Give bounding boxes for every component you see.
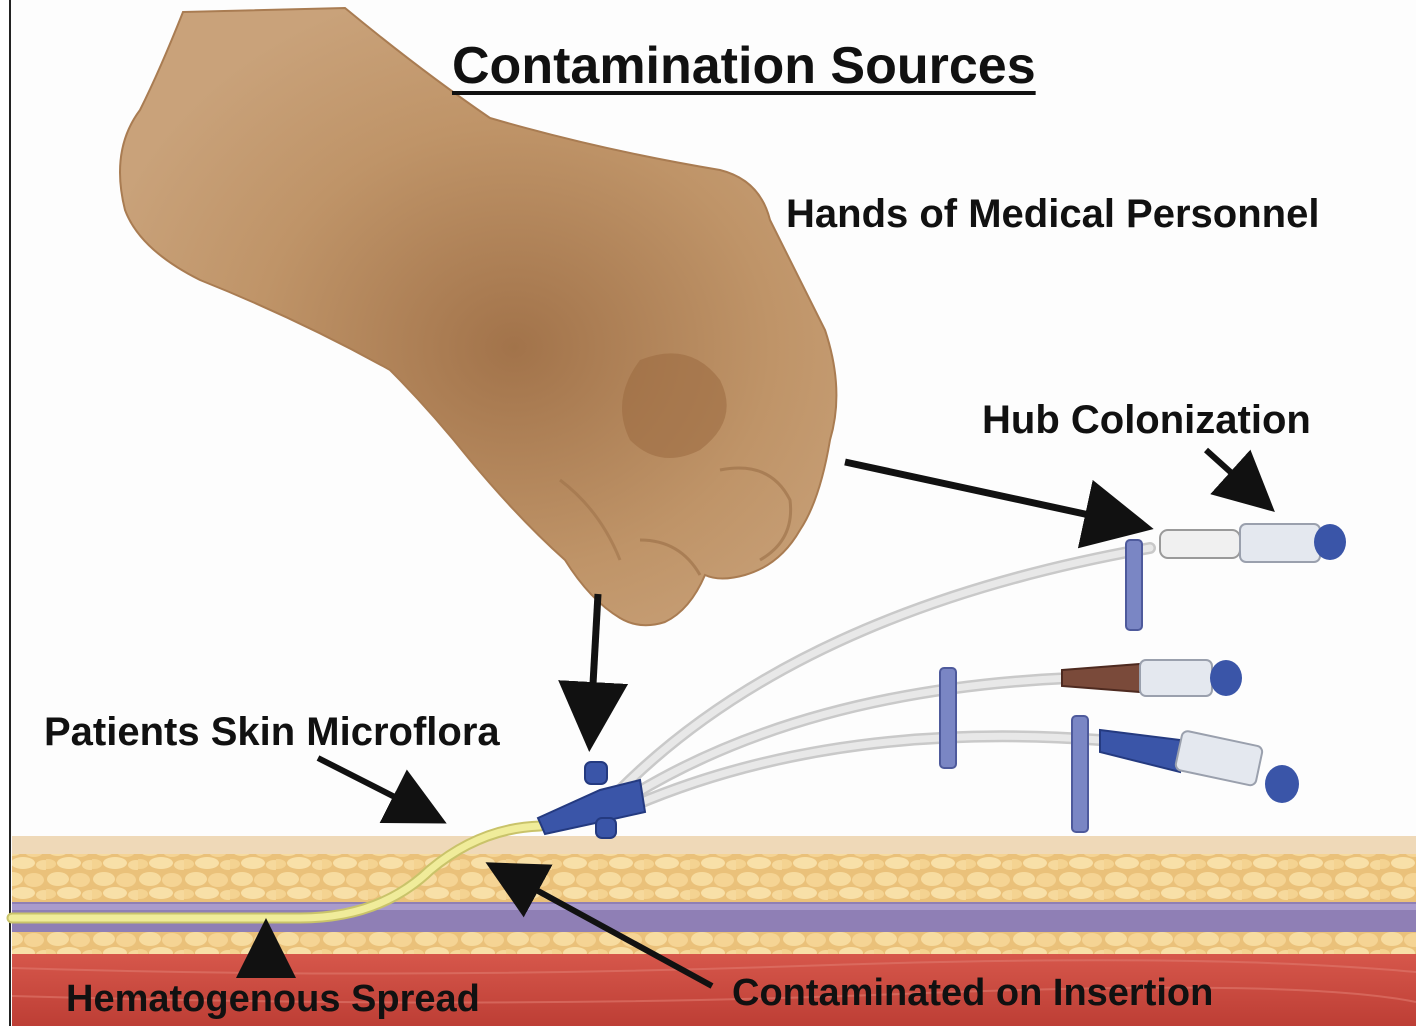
label-patients-skin-microflora: Patients Skin Microflora <box>44 710 500 755</box>
arrow-hub-label <box>1206 450 1266 504</box>
arrow-hand-to-hub <box>845 462 1140 526</box>
label-hub-colonization: Hub Colonization <box>982 398 1311 443</box>
left-border <box>0 0 10 1026</box>
hand-illustration <box>120 8 836 625</box>
label-contaminated-on-insertion: Contaminated on Insertion <box>732 972 1213 1015</box>
arrow-skin-microflora <box>318 758 436 818</box>
label-hands-of-medical-personnel: Hands of Medical Personnel <box>786 192 1319 237</box>
label-hematogenous-spread: Hematogenous Spread <box>66 978 480 1021</box>
arrow-hand-to-junction <box>590 594 598 738</box>
skin-surface-layer <box>12 836 1416 854</box>
catheter-hubs <box>1062 524 1346 803</box>
diagram-title: Contamination Sources <box>452 36 1036 96</box>
